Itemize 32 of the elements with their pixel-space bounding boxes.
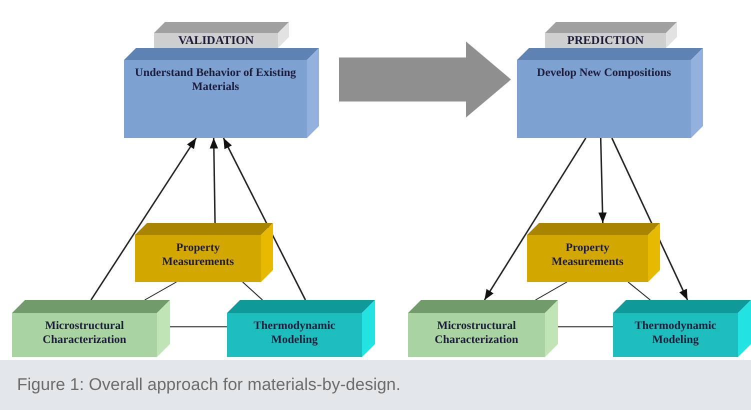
method-block bbox=[227, 300, 375, 357]
arrow bbox=[210, 138, 218, 224]
phase-tab bbox=[545, 22, 677, 48]
phase-label: PREDICTION bbox=[567, 33, 644, 48]
connector-line bbox=[558, 326, 614, 328]
block-label: Develop New Compositions bbox=[536, 66, 672, 80]
method-block bbox=[613, 300, 751, 357]
phase-label: VALIDATION bbox=[178, 33, 254, 48]
block-label: Understand Behavior of Existing Materials bbox=[134, 66, 298, 95]
arrow bbox=[484, 138, 586, 300]
arrow bbox=[90, 138, 197, 300]
block-label: Property Measurements bbox=[550, 241, 624, 270]
block-label: Thermodynamic Modeling bbox=[252, 319, 336, 348]
figure-caption: Figure 1: Overall approach for materials-by-design. bbox=[17, 374, 401, 396]
phase-tab bbox=[154, 22, 289, 48]
method-block bbox=[527, 223, 660, 282]
block-label: Thermodynamic Modeling bbox=[634, 319, 718, 348]
block-label: Microstructural Characterization bbox=[42, 319, 128, 348]
block-label: Property Measurements bbox=[161, 241, 235, 270]
connector-line bbox=[628, 282, 651, 300]
connector-line bbox=[170, 326, 228, 328]
arrow bbox=[611, 138, 688, 300]
block-label: Microstructural Characterization bbox=[434, 319, 520, 348]
method-block bbox=[135, 223, 273, 282]
arrow bbox=[222, 138, 306, 300]
method-block bbox=[12, 300, 170, 357]
arrow bbox=[598, 138, 607, 224]
goal-block bbox=[124, 48, 319, 138]
method-block bbox=[408, 300, 558, 357]
goal-block bbox=[517, 48, 703, 138]
block-arrow bbox=[339, 42, 511, 118]
connector-line bbox=[242, 282, 264, 300]
